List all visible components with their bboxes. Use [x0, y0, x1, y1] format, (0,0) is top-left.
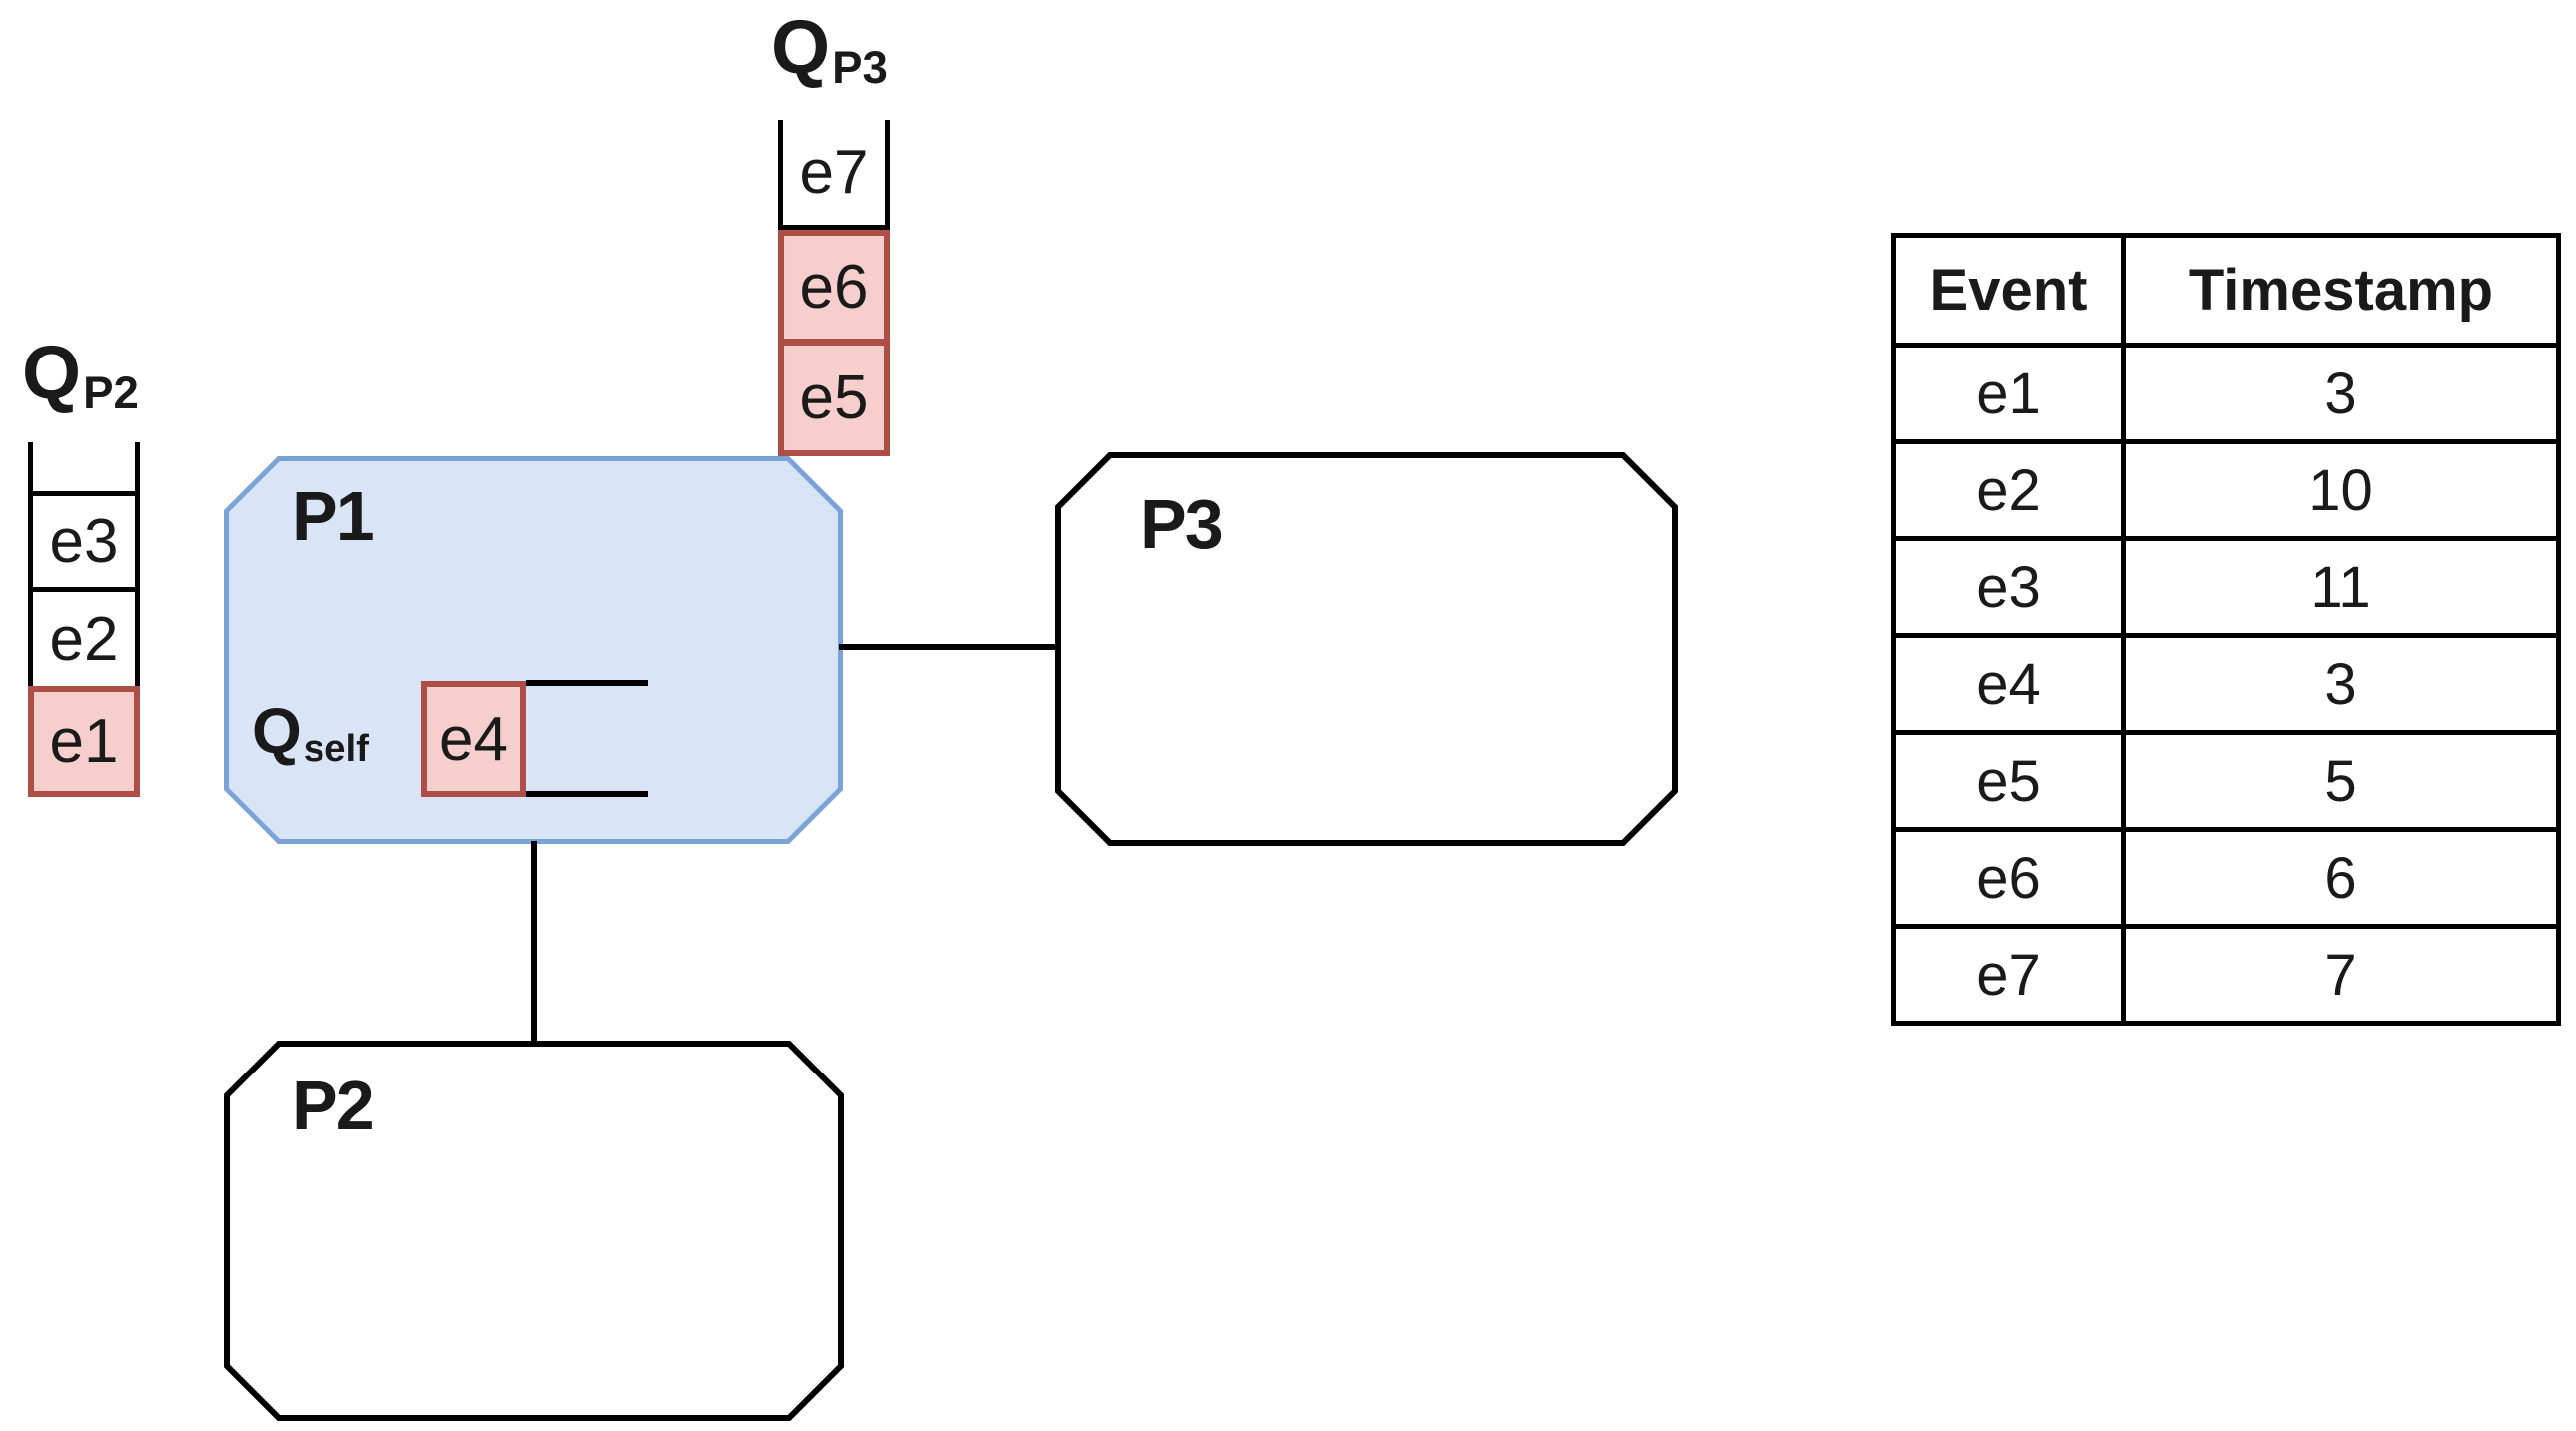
event-table-header-event: Event — [1891, 233, 2126, 348]
timestamp-cell: 11 — [2121, 536, 2561, 638]
queue-qp3-label: QP3 — [771, 10, 888, 91]
queue-qp3-label-sub: P3 — [832, 42, 888, 94]
event-cell: e6 — [1891, 827, 2126, 929]
event-table: Event Timestamp e1 3 e2 10 e3 11 e4 3 e5 — [1891, 233, 2561, 1026]
table-row: e7 7 — [1891, 924, 2561, 1026]
queue-qself-open-top-line — [526, 680, 648, 686]
link-p1-p2 — [531, 841, 537, 1045]
queue-qp3-cell-e7: e7 — [778, 120, 890, 230]
queue-qp2-label: QP2 — [22, 336, 139, 416]
queue-qp2-open-slot — [28, 442, 140, 496]
table-row: e3 11 — [1891, 536, 2561, 638]
queue-qp2-cell-e1: e1 — [28, 686, 140, 797]
timestamp-cell: 10 — [2121, 439, 2561, 541]
process-p3-shape — [1055, 452, 1678, 846]
process-p1-shape — [224, 456, 843, 844]
queue-qp3-cell-e6: e6 — [778, 230, 890, 345]
event-table-header-row: Event Timestamp — [1891, 233, 2561, 348]
timestamp-cell: 3 — [2121, 343, 2561, 444]
table-row: e5 5 — [1891, 730, 2561, 832]
event-cell: e2 — [1891, 439, 2126, 541]
timestamp-cell: 6 — [2121, 827, 2561, 929]
timestamp-cell: 7 — [2121, 924, 2561, 1026]
process-p2-shape — [224, 1041, 844, 1421]
timestamp-cell: 5 — [2121, 730, 2561, 832]
queue-qself-cell-e4: e4 — [421, 681, 526, 797]
queue-qself-label-sub: self — [303, 727, 369, 771]
queue-qp3-label-base: Q — [771, 5, 831, 90]
table-row: e1 3 — [1891, 343, 2561, 444]
event-cell: e1 — [1891, 343, 2126, 444]
queue-qself-label-base: Q — [252, 695, 302, 767]
queue-qp2-label-base: Q — [22, 331, 82, 415]
event-table-header-timestamp: Timestamp — [2121, 233, 2561, 348]
queue-qself-label: Qself — [252, 699, 369, 769]
event-cell: e7 — [1891, 924, 2126, 1026]
event-cell: e3 — [1891, 536, 2126, 638]
table-row: e6 6 — [1891, 827, 2561, 929]
event-cell: e4 — [1891, 633, 2126, 735]
event-cell: e5 — [1891, 730, 2126, 832]
process-p1-label: P1 — [292, 477, 375, 555]
link-p1-p3 — [839, 644, 1058, 650]
queue-qself-open-bottom-line — [526, 791, 648, 797]
table-row: e4 3 — [1891, 633, 2561, 735]
queue-qp2-label-sub: P2 — [83, 367, 139, 419]
queue-qp2-cell-e3: e3 — [28, 491, 140, 592]
process-p3-label: P3 — [1140, 485, 1224, 563]
queue-qp2-cell-e2: e2 — [28, 587, 140, 691]
queue-qp3-cell-e5: e5 — [778, 340, 890, 456]
process-p2-label: P2 — [292, 1067, 375, 1144]
table-row: e2 10 — [1891, 439, 2561, 541]
timestamp-cell: 3 — [2121, 633, 2561, 735]
